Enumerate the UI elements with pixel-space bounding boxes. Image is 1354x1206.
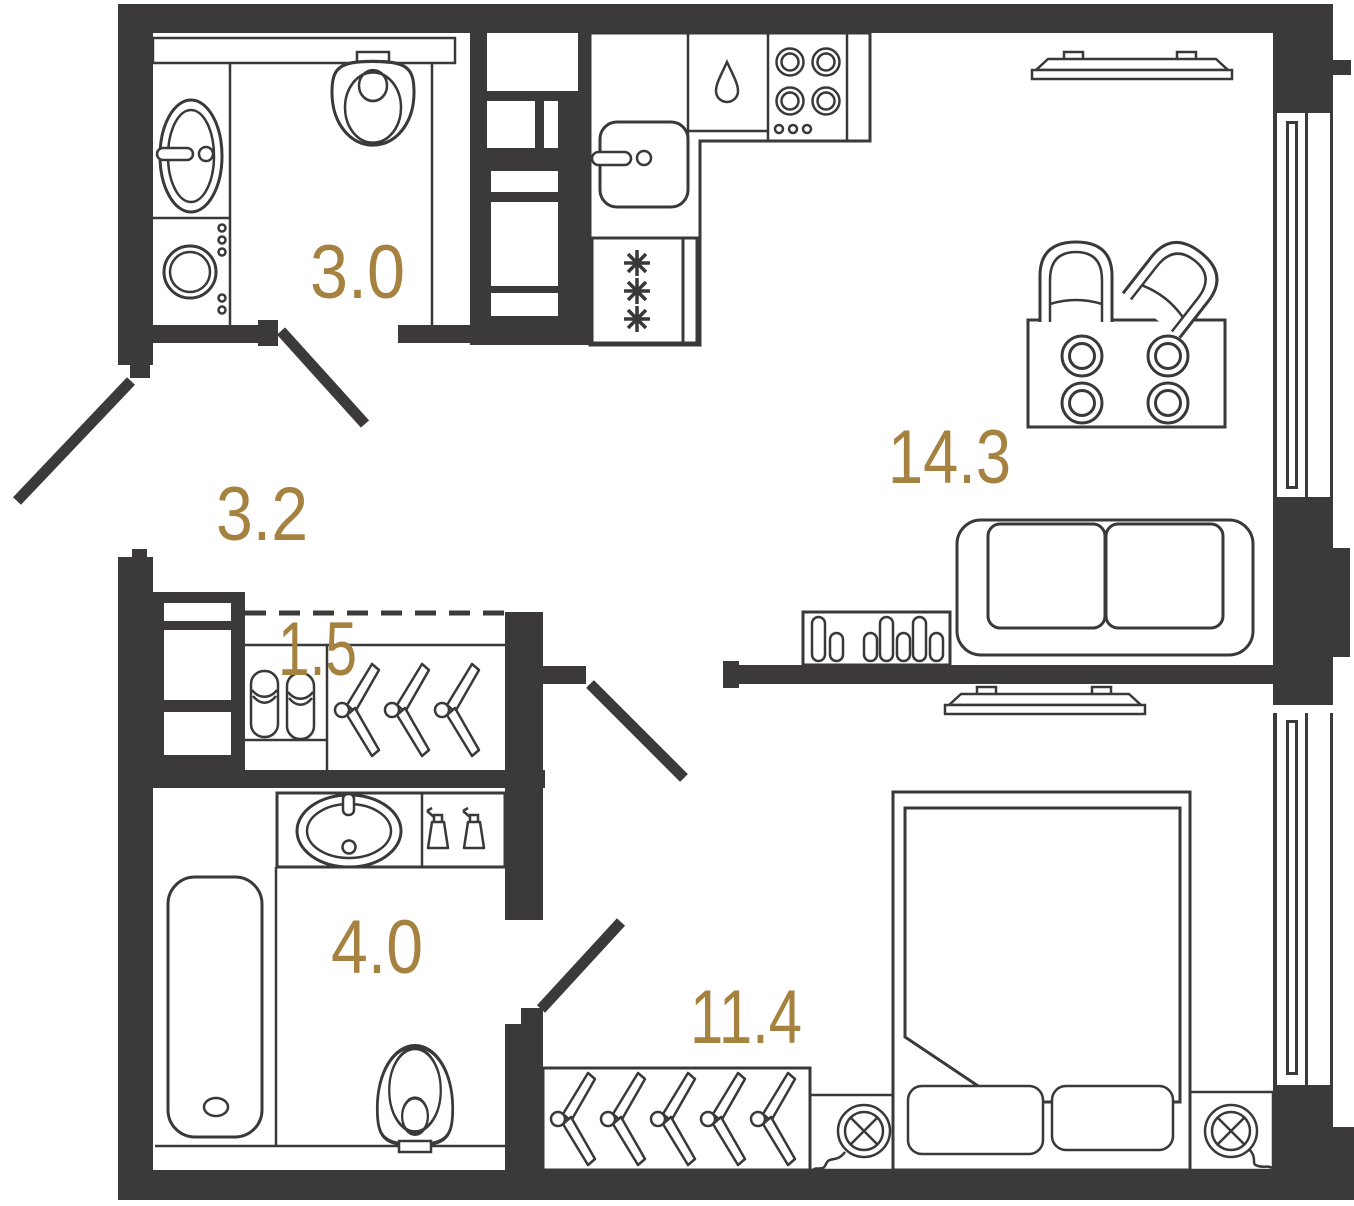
radiator-icon: [801, 610, 952, 667]
blanket-icon: [903, 806, 1182, 1104]
bathroom-top-door-swing-icon: [276, 327, 370, 428]
dishwasher-drop-icon: [714, 59, 740, 104]
bathroom-main-fixtures: [155, 791, 507, 1154]
wall-bottom: [118, 1170, 1333, 1200]
wall-closet-bottom: [118, 770, 545, 788]
sink-oval-icon: [295, 792, 403, 869]
wardrobe-icon: [541, 1066, 812, 1172]
window-icon: [1273, 713, 1333, 1085]
toilet-icon: [375, 1044, 455, 1147]
room-area-label-bedroom: 11.4: [690, 975, 802, 1060]
vent-shaft-icon: [153, 592, 245, 770]
bed-icon: [891, 790, 1192, 1172]
window-icon: [1273, 113, 1333, 497]
wall-living-bedroom: [727, 665, 1273, 684]
wall-left-lower: [118, 557, 153, 1200]
cooktop-icon: [773, 47, 841, 135]
pillow-icon: [1050, 1084, 1175, 1152]
entrance-door-swing-icon: [13, 377, 135, 505]
sofa-icon: [955, 518, 1255, 657]
kitchen-counter: [588, 31, 872, 347]
room-area-label-hallway: 3.2: [216, 472, 308, 557]
closet-fixtures: [245, 643, 505, 770]
bathtub-icon: [166, 875, 264, 1139]
room-area-label-living: 14.3: [888, 415, 1011, 500]
pillow-icon: [906, 1084, 1045, 1156]
toilet-icon: [330, 59, 416, 147]
tv-icon: [943, 685, 1147, 716]
fridge-snowflake-icon: [590, 236, 699, 345]
living-room-furniture: [801, 50, 1255, 667]
shelf-icon: [151, 36, 457, 65]
room-area-label-bathroom-main: 4.0: [331, 905, 423, 990]
walls: [118, 4, 1354, 1200]
dining-table-icon: [1026, 318, 1227, 429]
vent-shaft-icon: [470, 33, 590, 345]
lamp-icon: [836, 1103, 892, 1159]
wall-top: [118, 4, 1333, 33]
bedroom-furniture: [541, 685, 1275, 1172]
sink-oval-icon: [155, 98, 224, 214]
room-area-label-bathroom-top: 3.0: [310, 230, 405, 315]
cistern-button-icon: [397, 1139, 433, 1154]
bathroom-main-door-swing-icon: [536, 918, 626, 1013]
wall-inner-vertical: [505, 612, 543, 920]
washing-machine-icon: [162, 223, 227, 315]
kitchen-sink-icon: [590, 120, 690, 209]
wall-left-upper: [118, 4, 153, 365]
lamp-cord: [1248, 1149, 1273, 1170]
room-area-label-closet: 1.5: [278, 607, 357, 692]
lamp-cord: [812, 1151, 847, 1171]
chair-icon: [1038, 240, 1114, 324]
wall-window-pier: [1273, 497, 1333, 705]
tv-icon: [1030, 50, 1234, 81]
bathroom-top-fixtures: [151, 36, 457, 325]
lamp-icon: [1203, 1103, 1259, 1159]
living-room-door-swing-icon: [586, 680, 688, 782]
nightstand-left: [808, 1093, 895, 1172]
